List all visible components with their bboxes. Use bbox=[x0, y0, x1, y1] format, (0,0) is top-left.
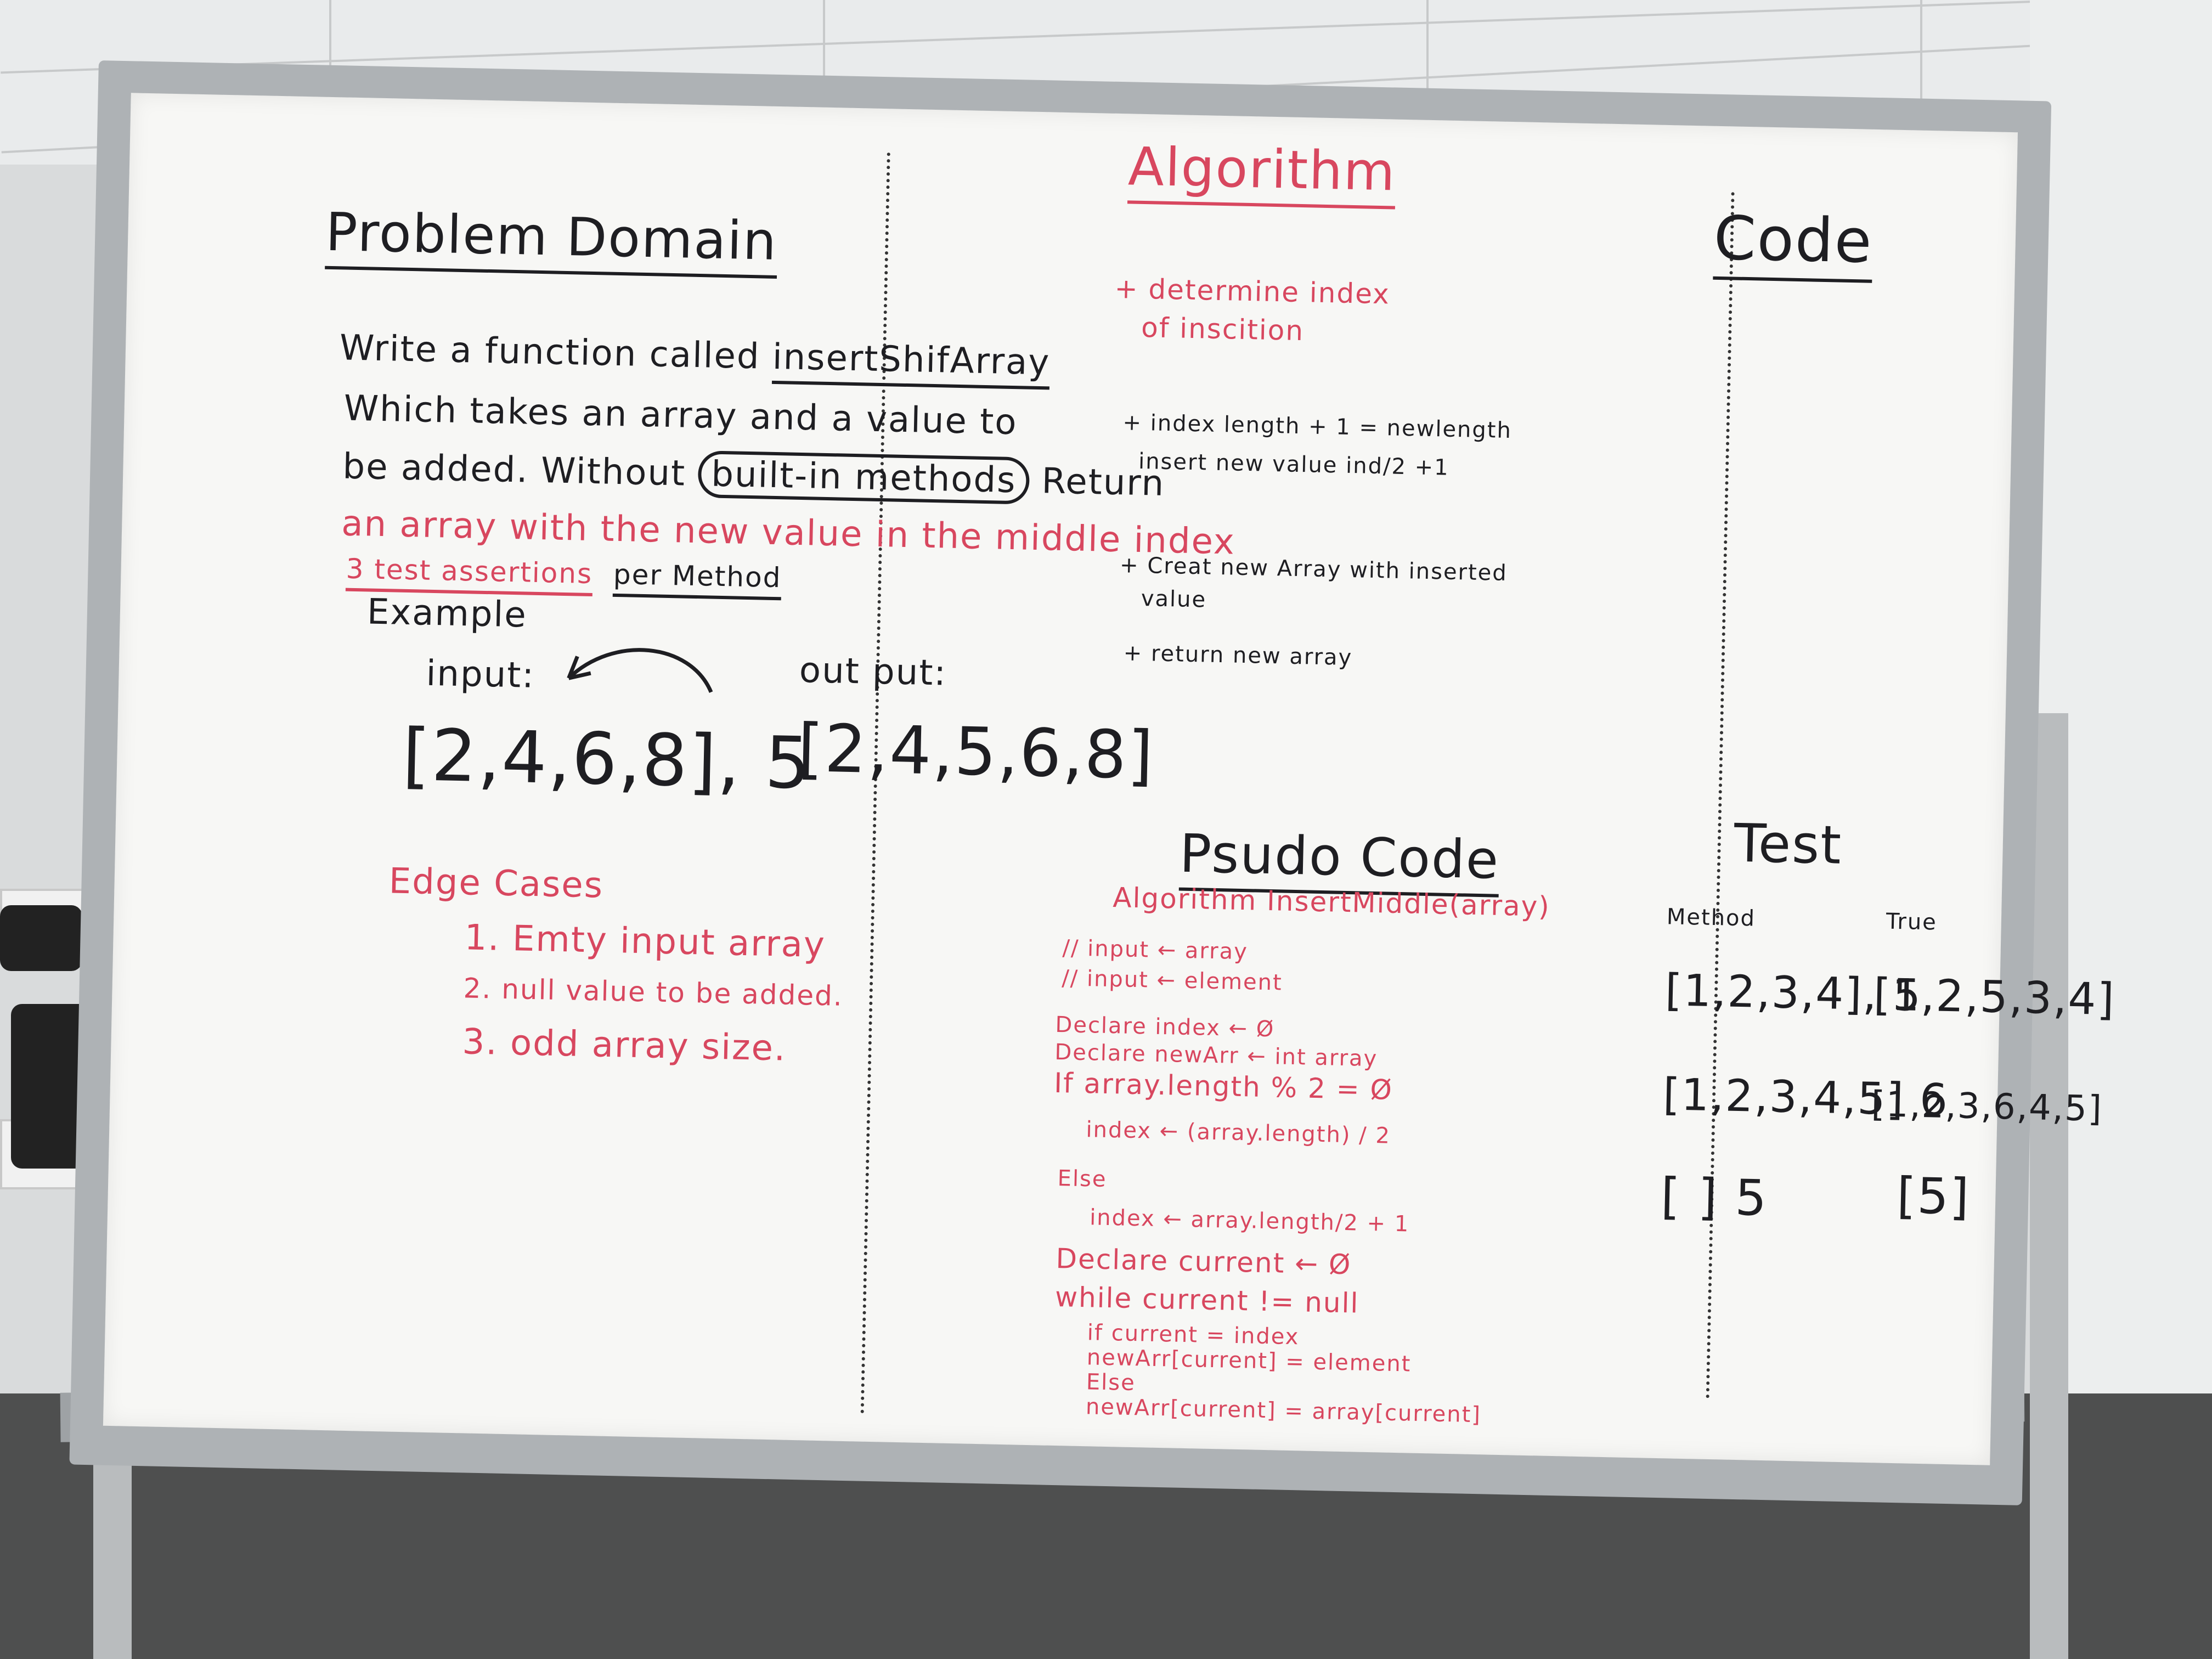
algorithm-step-2-cont: insert new value ind/2 +1 bbox=[1138, 448, 1450, 481]
algorithm-step-1: + determine index bbox=[1114, 272, 1391, 311]
example-output-value: [2,4,5,6,8] bbox=[797, 710, 1155, 794]
curved-arrow-icon bbox=[567, 648, 713, 693]
edge-case-1: 1. Emty input array bbox=[464, 917, 826, 966]
pseudo-line: If array.length % 2 = Ø bbox=[1053, 1066, 1393, 1106]
circled-built-in-methods: built-in methods bbox=[697, 450, 1030, 505]
pseudo-line: index ← (array.length) / 2 bbox=[1086, 1117, 1391, 1149]
chair bbox=[0, 905, 82, 971]
whiteboard-frame: Problem Domain Algorithm Code Psudo Code… bbox=[69, 60, 2116, 1505]
edge-case-2: 2. null value to be added. bbox=[463, 972, 844, 1012]
test-row-3-expected: [5] bbox=[1896, 1167, 1971, 1226]
input-label: input: bbox=[425, 653, 535, 696]
pseudo-line: Declare index ← Ø bbox=[1055, 1012, 1275, 1042]
algorithm-step-3: + Creat new Array with inserted bbox=[1119, 552, 1508, 586]
edge-case-3: 3. odd array size. bbox=[461, 1022, 787, 1069]
problem-line-2: Which takes an array and a value to bbox=[343, 388, 1018, 443]
pseudo-line: index ← array.length/2 + 1 bbox=[1089, 1205, 1410, 1237]
pseudo-line: Else bbox=[1086, 1369, 1136, 1396]
problem-line-4-text: an array with the new value in the middl… bbox=[341, 503, 1236, 563]
problem-line-1: Write a function called insertShifArray bbox=[339, 328, 1051, 390]
whiteboard: Problem Domain Algorithm Code Psudo Code… bbox=[103, 93, 2116, 1465]
code-heading: Code bbox=[1713, 202, 1874, 283]
test-row-2-expected: [1,2,3,6,4,5] bbox=[1871, 1084, 2103, 1130]
output-label: out put: bbox=[799, 650, 947, 694]
test-heading: Test bbox=[1733, 812, 1843, 876]
test-method-label: Method bbox=[1666, 904, 1756, 932]
pseudo-line: Else bbox=[1057, 1166, 1108, 1192]
whiteboard-stand-leg bbox=[2030, 713, 2068, 1659]
function-name: insertShifArray bbox=[771, 336, 1051, 390]
algorithm-heading: Algorithm bbox=[1127, 136, 1397, 210]
algorithm-step-3-cont: value bbox=[1141, 586, 1207, 613]
edge-cases-heading: Edge Cases bbox=[388, 861, 604, 906]
problem-line-3-prefix: be added. Without bbox=[342, 446, 686, 494]
example-input-value: [2,4,6,8], 5 bbox=[402, 713, 812, 805]
ceiling-grid-line bbox=[1920, 0, 1922, 165]
pseudo-line: newArr[current] = array[current] bbox=[1085, 1394, 1482, 1428]
algorithm-step-1-cont: of inscition bbox=[1141, 311, 1305, 347]
problem-line-5: 3 test assertions per Method bbox=[345, 552, 782, 601]
problem-line-4: an array with the new value in the middl… bbox=[341, 503, 1236, 562]
problem-domain-heading: Problem Domain bbox=[325, 201, 778, 279]
ceiling-grid-line bbox=[1426, 0, 1429, 165]
pseudo-line: // input ← element bbox=[1061, 966, 1283, 996]
pseudo-line: Declare current ← Ø bbox=[1056, 1243, 1352, 1281]
pseudo-line: // input ← array bbox=[1062, 935, 1249, 965]
test-assertions-note: 3 test assertions bbox=[345, 552, 593, 597]
test-row-1-expected: [1,2,5,3,4] bbox=[1873, 969, 2116, 1025]
pseudo-line: while current != null bbox=[1054, 1281, 1359, 1319]
per-method-note: per Method bbox=[613, 558, 782, 601]
test-true-label: True bbox=[1886, 909, 1938, 935]
test-row-3-method: [ ] 5 bbox=[1660, 1167, 1769, 1228]
example-label: Example bbox=[366, 591, 528, 636]
pseudo-line: Declare newArr ← int array bbox=[1054, 1039, 1378, 1072]
ceiling-grid-line bbox=[1, 0, 2211, 74]
problem-line-1-prefix: Write a function called bbox=[339, 328, 761, 377]
problem-line-3: be added. Without built-in methods Retur… bbox=[342, 443, 1165, 507]
algorithm-step-4: + return new array bbox=[1123, 640, 1353, 671]
algorithm-step-2: + index length + 1 = newlength bbox=[1122, 410, 1513, 444]
